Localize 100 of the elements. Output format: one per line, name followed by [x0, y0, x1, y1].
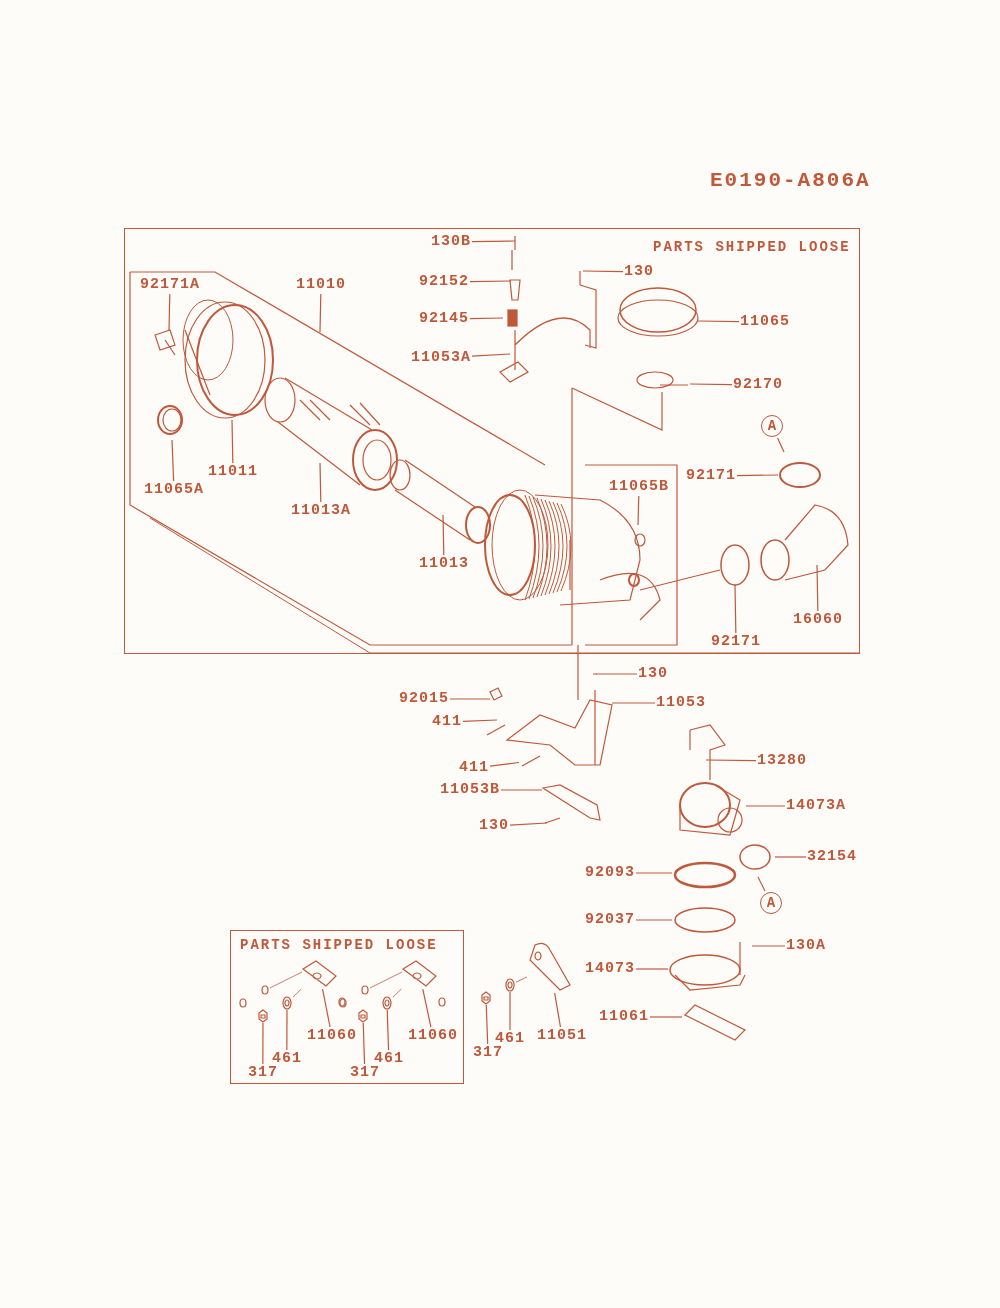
frame-heading: PARTS SHIPPED LOOSE: [653, 239, 851, 255]
callout-number: 130A: [786, 938, 826, 954]
frame-heading: PARTS SHIPPED LOOSE: [240, 937, 438, 953]
leader-line: [386, 1009, 390, 1051]
callout-number: 317: [248, 1065, 278, 1081]
callout-number: 92145: [419, 311, 469, 327]
nut-drawing: [481, 992, 491, 1004]
assembly-line: [515, 976, 528, 983]
nut-drawing: [258, 1010, 268, 1022]
nut-drawing: [358, 1010, 368, 1022]
leader-line: [635, 872, 673, 874]
callout-number: 92152: [419, 274, 469, 290]
callout-number: 461: [495, 1031, 525, 1047]
leader-line: [442, 514, 445, 556]
callout-number: 411: [432, 714, 462, 730]
leader-line: [262, 1022, 264, 1065]
leader-line: [489, 761, 520, 767]
callout-number: 92015: [399, 691, 449, 707]
leader-line: [319, 293, 322, 333]
leader-line: [469, 317, 504, 320]
leader-line: [816, 564, 819, 612]
leader-line: [471, 353, 511, 357]
leader-line: [500, 789, 543, 791]
washer-drawing: [282, 997, 292, 1009]
pin-drawing: [520, 754, 542, 768]
leader-line: [319, 462, 322, 503]
leader-line: [509, 822, 548, 826]
callout-number: 11061: [599, 1009, 649, 1025]
callout-number: 13280: [757, 753, 807, 769]
leader-line: [321, 988, 331, 1028]
leader-line: [757, 876, 766, 892]
parts-frame: [124, 228, 860, 654]
leader-line: [485, 1004, 489, 1045]
leader-line: [509, 991, 511, 1031]
callout-number: 92093: [585, 865, 635, 881]
bracket-drawing: [528, 940, 572, 992]
callout-number: 130: [479, 818, 509, 834]
callout-number: 11011: [208, 464, 258, 480]
callout-number: 461: [374, 1051, 404, 1067]
callout-number: 11053: [656, 695, 706, 711]
callout-number: 92171A: [140, 277, 200, 293]
leader-line: [462, 719, 498, 722]
callout-number: 32154: [807, 849, 857, 865]
leader-line: [734, 584, 737, 634]
callout-number: 14073: [585, 961, 635, 977]
callout-number: 11051: [537, 1028, 587, 1044]
leader-line: [422, 988, 432, 1028]
callout-number: 11060: [307, 1028, 357, 1044]
callout-number: 11065B: [609, 479, 669, 495]
gasket-drawing: [401, 959, 438, 988]
leader-line: [745, 805, 786, 807]
leader-line: [168, 293, 171, 331]
callout-number: 317: [473, 1045, 503, 1061]
callout-number: 317: [350, 1065, 380, 1081]
callout-number: 92037: [585, 912, 635, 928]
leader-line: [554, 992, 562, 1028]
drawing-number: E0190-A806A: [710, 169, 871, 192]
callout-number: 16060: [793, 612, 843, 628]
callout-number: 92170: [733, 377, 783, 393]
leader-line: [449, 698, 491, 700]
leader-line: [776, 437, 785, 453]
callout-number: 411: [459, 760, 489, 776]
leader-line: [635, 919, 673, 921]
callout-number: 11060: [408, 1028, 458, 1044]
leader-line: [611, 702, 656, 704]
callout-number: 11013: [419, 556, 469, 572]
leader-line: [635, 968, 669, 970]
leader-line: [689, 383, 733, 386]
reference-circle: A: [761, 415, 783, 437]
assembly-line: [392, 988, 402, 998]
washer-drawing: [505, 979, 515, 991]
callout-number: 461: [272, 1051, 302, 1067]
callout-number: 130: [624, 264, 654, 280]
callout-number: 11053B: [440, 782, 500, 798]
callout-number: 11013A: [291, 503, 351, 519]
leader-line: [649, 1016, 683, 1018]
callout-number: 11010: [296, 277, 346, 293]
gasket-drawing: [301, 959, 338, 988]
leader-line: [171, 439, 175, 482]
leader-line: [582, 270, 624, 273]
callout-number: 11053A: [411, 350, 471, 366]
callout-number: 11065A: [144, 482, 204, 498]
leader-line: [471, 240, 516, 243]
leader-line: [751, 945, 786, 947]
washer-drawing: [382, 997, 392, 1009]
callout-number: 14073A: [786, 798, 846, 814]
reference-circle: A: [760, 892, 782, 914]
callout-number: 92171: [686, 468, 736, 484]
parts-frame: [230, 930, 464, 1084]
callout-number: 92171: [711, 634, 761, 650]
leader-line: [362, 1022, 366, 1065]
leader-line: [231, 419, 234, 464]
leader-line: [595, 673, 638, 675]
leader-line: [705, 759, 757, 762]
callout-number: 130B: [431, 234, 471, 250]
leader-line: [637, 495, 640, 526]
leader-line: [774, 856, 807, 858]
leader-line: [469, 280, 512, 283]
assembly-line: [292, 988, 302, 998]
callout-number: 130: [638, 666, 668, 682]
